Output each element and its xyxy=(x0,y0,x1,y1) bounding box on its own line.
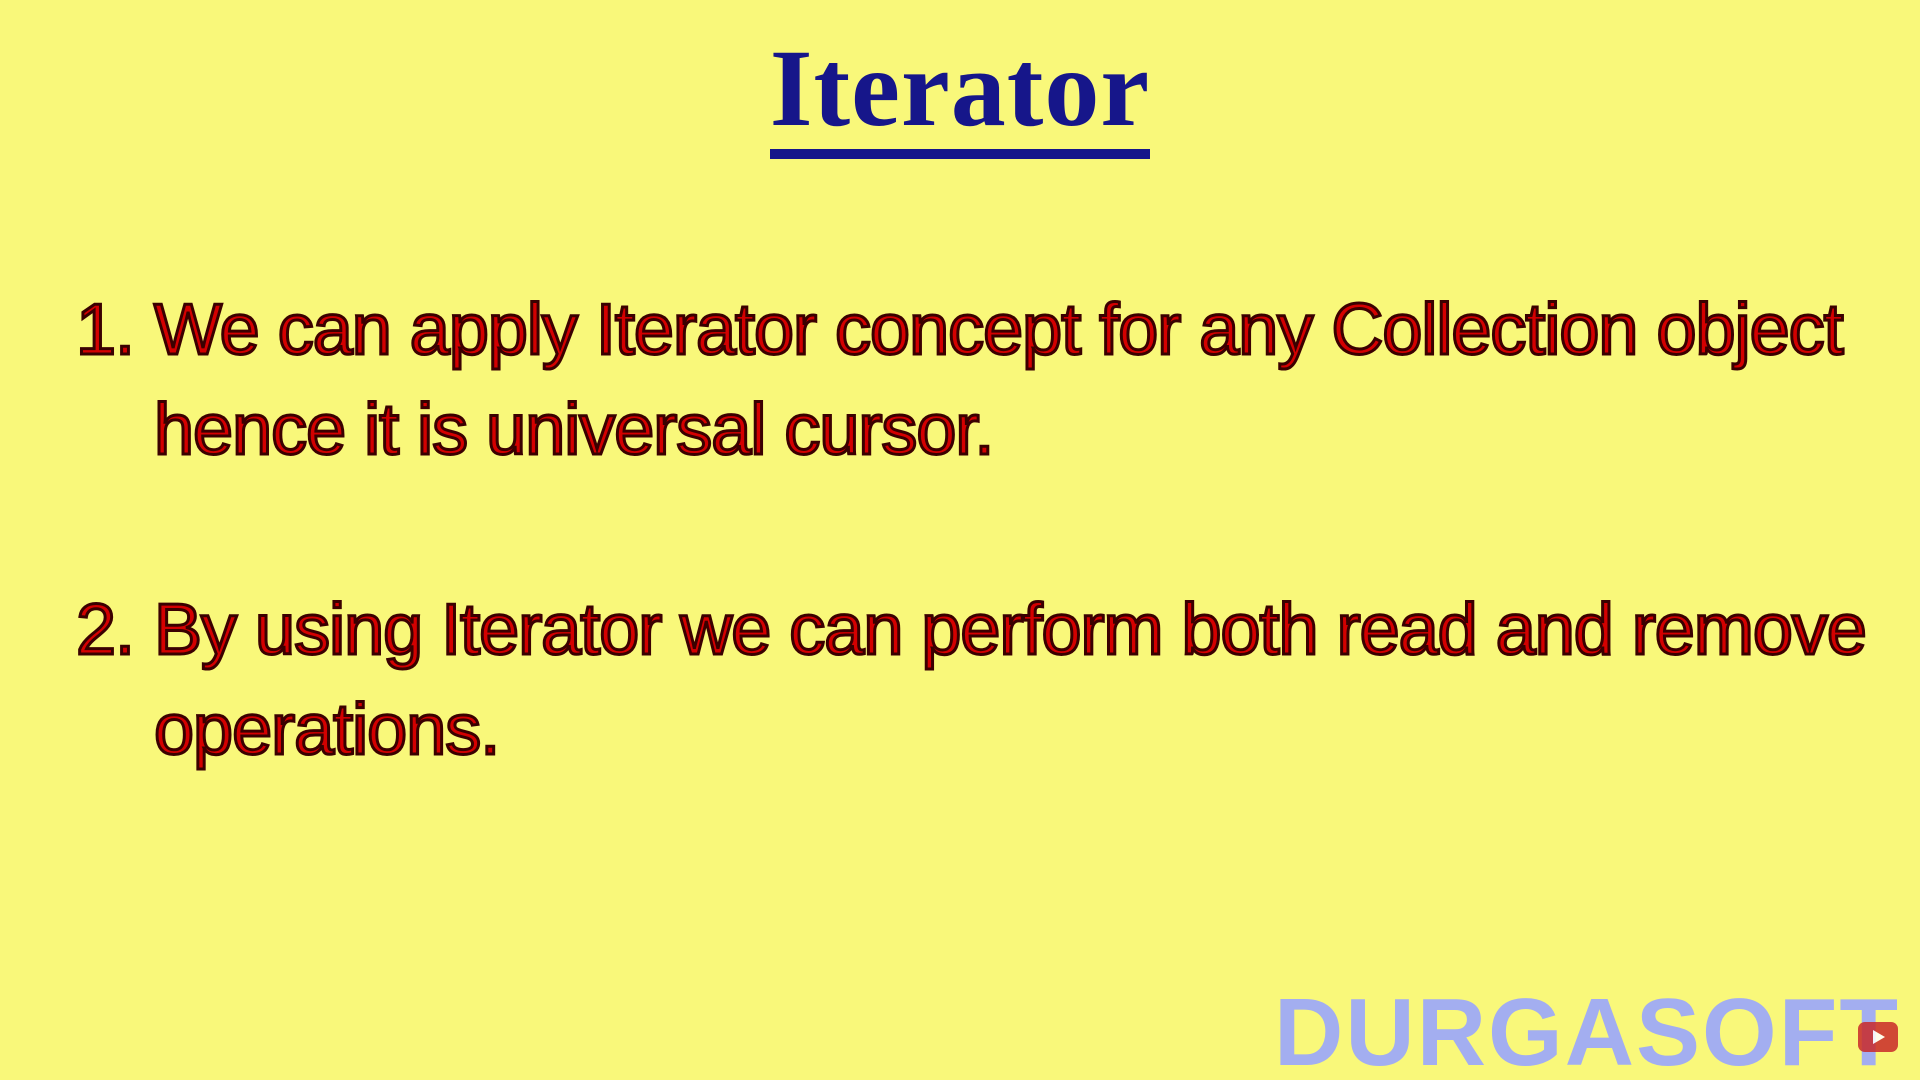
bullet-point-1-line-2: hence it is universal cursor. xyxy=(153,389,996,472)
youtube-play-icon[interactable] xyxy=(1858,1022,1898,1052)
durgasoft-watermark: DURGASOFT xyxy=(1274,979,1900,1080)
slide-title: Iterator xyxy=(0,28,1920,159)
bullet-text: We can apply Iterator concept for any Co… xyxy=(153,289,1846,372)
bullet-point-1-line-1: 1.We can apply Iterator concept for any … xyxy=(75,280,1856,380)
bullet-number: 2. xyxy=(75,589,137,672)
bullet-point-2-line-1: 2.By using Iterator we can perform both … xyxy=(75,580,1869,680)
slide-title-text: Iterator xyxy=(769,28,1151,159)
bullet-point-2-line-2: operations. xyxy=(153,689,502,772)
bullet-point-1: 1.We can apply Iterator concept for any … xyxy=(75,280,1856,480)
bullet-text: By using Iterator we can perform both re… xyxy=(153,589,1869,672)
bullet-point-2: 2.By using Iterator we can perform both … xyxy=(75,580,1869,780)
bullet-number: 1. xyxy=(75,289,137,372)
